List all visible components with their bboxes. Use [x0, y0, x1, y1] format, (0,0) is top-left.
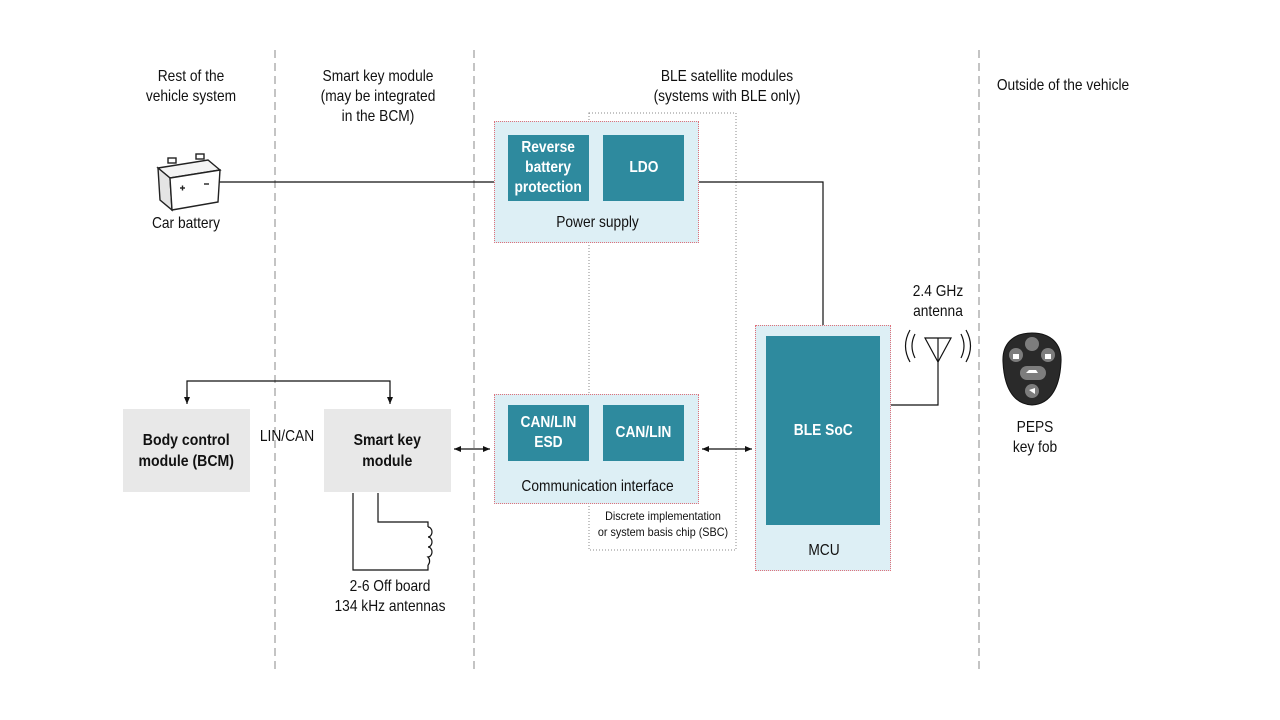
reverse-battery-protection-block: Reverse battery protection — [508, 135, 589, 201]
ble-soc-block: BLE SoC — [766, 336, 880, 525]
ldo-mcu-line — [698, 181, 824, 325]
key-fob-label: PEPS key fob — [1012, 419, 1058, 456]
mcu-antenna-line — [891, 365, 939, 406]
canlin-esd-label: CAN/LIN ESD — [520, 414, 577, 451]
column-header-rest: Rest of the vehicle system — [145, 68, 237, 105]
antenna-label: 2.4 GHz antenna — [912, 283, 964, 320]
sbc-note: Discrete implementation or system basis … — [597, 509, 729, 539]
ble-soc-label: BLE SoC — [793, 421, 853, 439]
lf-antenna-coil-icon — [352, 493, 433, 571]
reverse-battery-protection-label: Reverse battery protection — [514, 139, 583, 196]
smart-key-block: Smart key module — [324, 409, 451, 492]
bcm-block: Body control module (BCM) — [123, 409, 250, 492]
ldo-block: LDO — [603, 135, 684, 201]
ldo-label: LDO — [628, 159, 659, 176]
smart-key-label: Smart key module — [353, 431, 422, 470]
canlin-transceiver-label: CAN/LIN — [615, 424, 672, 441]
power-supply-title: Power supply — [556, 214, 639, 231]
canlin-esd-block: CAN/LIN ESD — [508, 405, 589, 461]
column-header-ble: BLE satellite modules (systems with BLE … — [653, 68, 801, 105]
antenna-icon — [904, 329, 972, 365]
key-fob-icon — [1002, 332, 1062, 406]
ble-satellite-outline — [588, 112, 737, 551]
column-header-smart-key: Smart key module (may be integrated in t… — [320, 68, 436, 125]
car-battery-icon — [156, 153, 222, 212]
car-battery-label: Car battery — [151, 215, 221, 232]
column-header-outside: Outside of the vehicle — [996, 77, 1130, 94]
bcm-label: Body control module (BCM) — [138, 431, 235, 470]
communication-interface-title: Communication interface — [521, 478, 674, 495]
canlin-transceiver-block: CAN/LIN — [603, 405, 684, 461]
mcu-title: MCU — [808, 542, 840, 559]
lf-antennas-label: 2-6 Off board 134 kHz antennas — [334, 578, 446, 615]
bus-label: LIN/CAN — [259, 428, 315, 445]
bus-tree-line — [186, 380, 391, 402]
